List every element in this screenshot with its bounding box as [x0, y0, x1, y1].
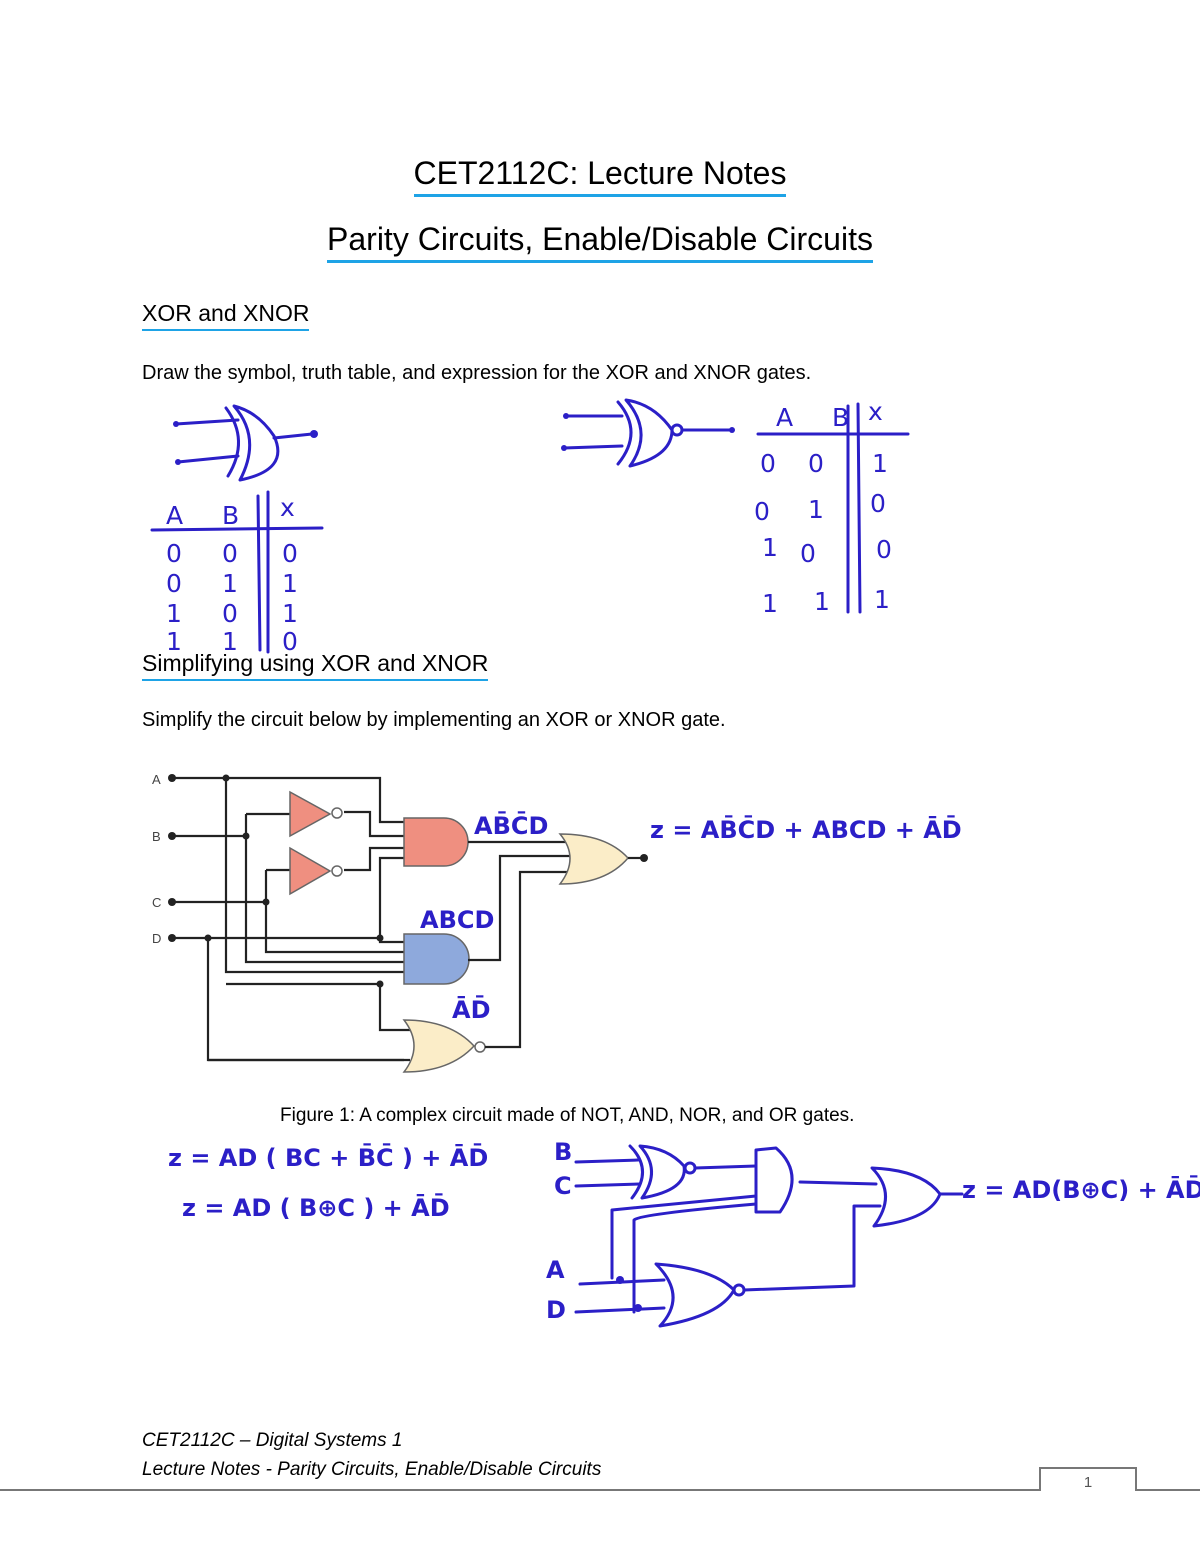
xnor-cell: 0	[754, 497, 770, 526]
input-label-c: C	[152, 895, 161, 910]
xnor-header-a: A	[776, 403, 793, 432]
and-gate-2	[403, 933, 470, 985]
xor-cell: 1	[166, 627, 182, 656]
simplified-circuit-drawing: B C A D z = AD(B⊕C) + ĀD̄	[546, 1138, 1200, 1328]
annotation-nor-term: ĀD̄	[452, 994, 491, 1024]
xor-cell: 0	[282, 539, 298, 568]
xnor-cell: 0	[800, 539, 816, 568]
xnor-cell: 1	[808, 495, 824, 524]
simplified-input-b: B	[554, 1138, 572, 1166]
input-label-a: A	[152, 772, 161, 787]
xnor-cell: 0	[876, 535, 892, 564]
xor-cell: 1	[282, 569, 298, 598]
simplified-input-c: C	[554, 1172, 572, 1200]
input-label-b: B	[152, 829, 161, 844]
xor-gate-drawing	[173, 404, 318, 482]
xor-cell: 1	[282, 599, 298, 628]
input-label-d: D	[152, 931, 161, 946]
page-number: 1	[1083, 1474, 1093, 1491]
figure-caption: Figure 1: A complex circuit made of NOT,…	[280, 1105, 855, 1126]
xnor-cell: 1	[762, 589, 778, 618]
and-gate-1	[403, 817, 469, 867]
xnor-cell: 0	[760, 449, 776, 478]
xor-header-x: x	[280, 493, 295, 522]
xor-header-a: A	[166, 501, 183, 530]
xor-cell: 1	[222, 569, 238, 598]
section-instruction-xor: Draw the symbol, truth table, and expres…	[142, 362, 812, 384]
annotation-and2-term: ABCD	[420, 906, 494, 934]
xnor-truth-table: A B x 0 0 1 0 1 0 1 0 0 1 1 1	[754, 397, 892, 618]
xnor-cell: 0	[808, 449, 824, 478]
section-heading-simplify: Simplifying using XOR and XNOR	[142, 650, 489, 681]
or-gate	[558, 833, 629, 885]
xnor-header-b: B	[832, 403, 849, 432]
simplified-input-a: A	[546, 1256, 565, 1284]
footer-course: CET2112C – Digital Systems 1	[142, 1430, 403, 1451]
annotation-output-expression: z = AB̄C̄D + ABCD + ĀD̄	[650, 814, 962, 844]
page-subtitle: Parity Circuits, Enable/Disable Circuits	[0, 221, 1200, 263]
xnor-cell: 1	[872, 449, 888, 478]
xnor-header-x: x	[868, 397, 883, 426]
section-instruction-simplify: Simplify the circuit below by implementi…	[142, 709, 726, 731]
xor-cell: 1	[222, 627, 238, 656]
solution-line-2: z = AD ( B⊕C ) + ĀD̄	[182, 1192, 450, 1222]
xnor-cell: 1	[874, 585, 890, 614]
xor-truth-table-grid	[150, 490, 324, 654]
xor-header-b: B	[222, 501, 239, 530]
footer-page-tab	[0, 1467, 1200, 1491]
section-heading-xor: XOR and XNOR	[142, 300, 310, 331]
footer-doc-title: Lecture Notes - Parity Circuits, Enable/…	[142, 1459, 602, 1480]
not-gate-c	[289, 846, 332, 896]
nor-gate	[402, 1019, 476, 1073]
figure-1-circuit: A B C D	[152, 772, 648, 1073]
xor-cell: 0	[222, 599, 238, 628]
solution-line-1: z = AD ( BC + B̄C̄ ) + ĀD̄	[168, 1142, 488, 1172]
xnor-gate-drawing	[561, 398, 735, 468]
xor-cell: 0	[166, 569, 182, 598]
xnor-cell: 1	[762, 533, 778, 562]
annotation-and1-term: AB̄C̄D	[474, 810, 548, 840]
xor-cell: 0	[282, 627, 298, 656]
page-title: CET2112C: Lecture Notes	[0, 155, 1200, 197]
xor-truth-table: A B x 0 0 0 0 1 1 1 0 1 1 1 0	[166, 493, 298, 656]
simplified-input-d: D	[546, 1296, 566, 1324]
xor-cell: 0	[222, 539, 238, 568]
xnor-cell: 1	[814, 587, 830, 616]
simplified-output-expression: z = AD(B⊕C) + ĀD̄	[962, 1174, 1200, 1204]
xnor-cell: 0	[870, 489, 886, 518]
xor-cell: 0	[166, 539, 182, 568]
xnor-truth-table-grid	[756, 402, 910, 614]
xor-cell: 1	[166, 599, 182, 628]
not-gate-b	[289, 790, 332, 838]
